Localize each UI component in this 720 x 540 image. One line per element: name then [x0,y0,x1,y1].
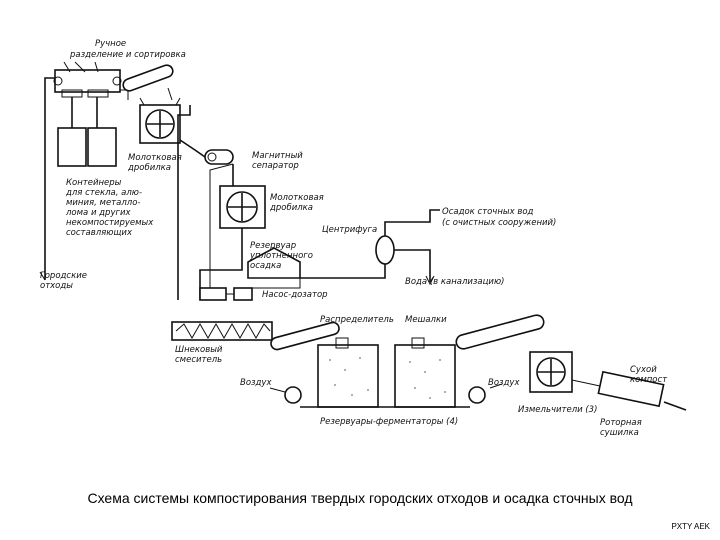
distributor-belt [270,321,340,351]
label-distributor: Распределитель [320,315,394,325]
label-city-waste-1: Городские [40,271,87,281]
label-screw-mixer-1: Шнековый [175,345,223,355]
label-crusher2-2: дробилка [269,203,313,213]
labels: Ручное разделение и сортировка Молоткова… [40,39,668,438]
label-centrifuge: Центрифуга [322,225,377,235]
screw-mixer [171,321,273,341]
label-containers-2: для стекла, алю- [65,188,142,198]
label-magsep-1: Магнитный [252,151,303,161]
label-reservoir-3: осадка [250,261,281,271]
label-reservoir-2: уплотненного [249,251,313,261]
label-screw-mixer-2: смеситель [175,355,222,365]
hammer-crusher-2 [219,164,266,229]
label-air-right: Воздух [488,378,520,388]
label-manual-sorting-2: разделение и сортировка [69,50,186,60]
label-grinder: Измельчители (3) [518,405,597,415]
waste-containers [57,127,117,167]
label-pump: Насос-дозатор [262,290,328,300]
label-dry-compost-1: Сухой [630,365,657,375]
credit-text: PXTY AEK [671,522,710,531]
label-containers-5: некомпостируемых [66,218,154,228]
label-containers-4: лома и других [65,208,131,218]
label-sludge-1: Осадок сточных вод [442,207,534,217]
grinder [529,351,573,393]
label-crusher1-2: дробилка [127,163,171,173]
label-containers-1: Контейнеры [66,178,122,188]
manual-sorting-station [53,61,129,128]
label-dry-compost-2: компост [630,375,668,385]
diagram-caption: Схема системы компостирования твердых го… [87,490,633,506]
label-manual-sorting-1: Ручное [95,39,126,49]
hammer-crusher-1 [139,97,181,144]
label-mixers: Мешалки [405,315,447,325]
sludge-reservoir [247,247,301,279]
label-reservoir-1: Резервуар [250,241,296,251]
label-rotary-dryer-1: Роторная [600,418,642,428]
rotary-dryer [571,370,687,411]
process-diagram: Ручное разделение и сортировка Молоткова… [39,39,687,438]
label-air-left: Воздух [240,378,272,388]
air-blower-right [468,383,503,404]
label-containers-3: миния, металло- [66,198,140,208]
label-sludge-2: (с очистных сооружений) [442,218,556,228]
centrifuge [300,209,440,286]
label-magsep-2: сепаратор [252,161,299,171]
label-containers-6: составляющих [66,228,133,238]
label-crusher1-1: Молотковая [128,153,182,163]
label-crusher2-1: Молотковая [270,193,324,203]
label-city-waste-2: отходы [40,281,73,291]
feed-belt [122,64,174,101]
output-belt [455,314,545,350]
flow-lines [39,77,243,300]
label-fermenters: Резервуары-ферментаторы (4) [320,417,458,427]
air-blower-left [269,386,302,404]
pump-dosing [199,278,301,301]
fermenters [300,337,470,408]
magnetic-separator [179,139,234,165]
label-water: Вода (в канализацию) [405,277,504,287]
label-rotary-dryer-2: сушилка [600,428,639,438]
